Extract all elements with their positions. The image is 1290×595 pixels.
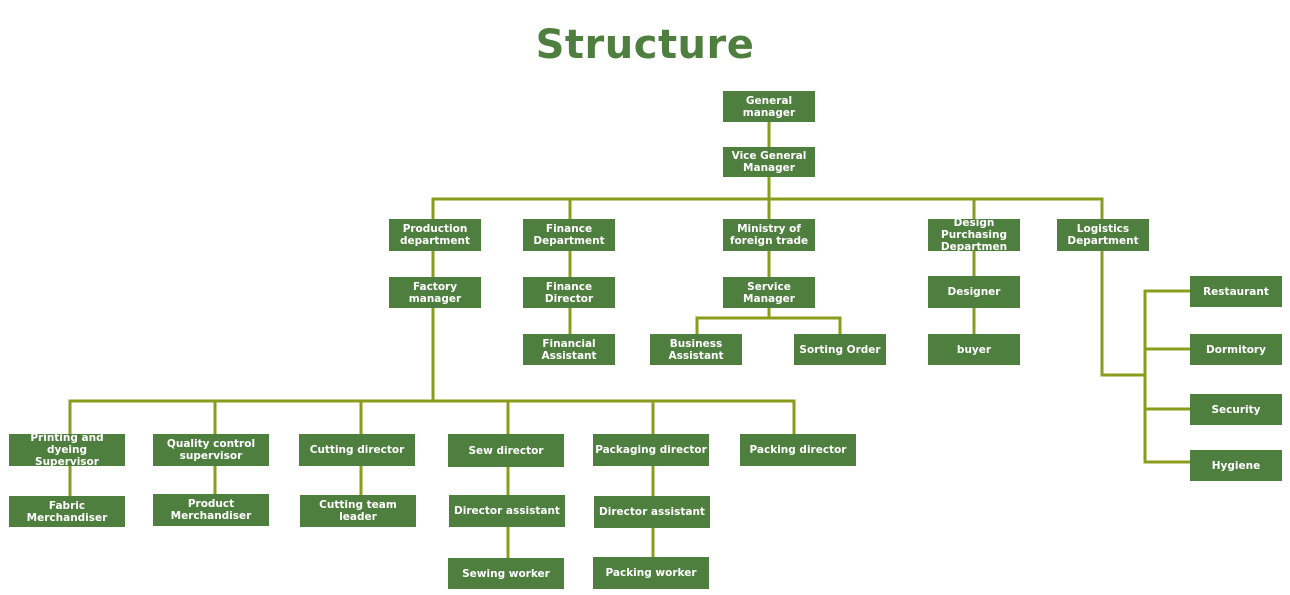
node-hygiene: Hygiene (1190, 450, 1282, 481)
node-finance-department: Finance Department (523, 219, 615, 251)
node-service-manager: Service Manager (723, 277, 815, 308)
node-packing-worker: Packing worker (593, 557, 709, 589)
node-fabric-merchandiser: Fabric Merchandiser (9, 496, 125, 527)
node-packing-director: Packing director (740, 434, 856, 466)
node-design-purchasing: Design Purchasing Departmen (928, 217, 1020, 253)
node-sewing-worker: Sewing worker (448, 558, 564, 589)
node-security: Security (1190, 394, 1282, 425)
node-ministry-foreign-trade: Ministry of foreign trade (723, 219, 815, 251)
node-business-assistant: Business Assistant (650, 334, 742, 365)
node-product-merchandiser: Product Merchandiser (153, 494, 269, 526)
chart-title: Structure (535, 22, 755, 68)
node-factory-manager: Factory manager (389, 277, 481, 308)
node-dormitory: Dormitory (1190, 334, 1282, 365)
node-director-assistant-sew: Director assistant (449, 495, 565, 527)
node-packaging-director: Packaging director (593, 434, 709, 466)
node-quality-control-supervisor: Quality control supervisor (153, 434, 269, 466)
node-sorting-order: Sorting Order (794, 334, 886, 365)
node-general-manager: General manager (723, 91, 815, 122)
node-restaurant: Restaurant (1190, 276, 1282, 307)
node-vice-general-manager: Vice General Manager (723, 147, 815, 177)
node-logistics-department: Logistics Department (1057, 219, 1149, 251)
node-director-assistant-packaging: Director assistant (594, 496, 710, 528)
node-cutting-team-leader: Cutting team leader (300, 495, 416, 527)
node-finance-director: Finance Director (523, 277, 615, 308)
node-designer: Designer (928, 276, 1020, 308)
node-cutting-director: Cutting director (299, 434, 415, 466)
node-sew-director: Sew director (448, 434, 564, 467)
node-financial-assistant: Financial Assistant (523, 334, 615, 365)
node-production-department: Production department (389, 219, 481, 251)
node-buyer: buyer (928, 334, 1020, 365)
node-printing-dyeing-supervisor: Printing and dyeing Supervisor (9, 432, 125, 468)
